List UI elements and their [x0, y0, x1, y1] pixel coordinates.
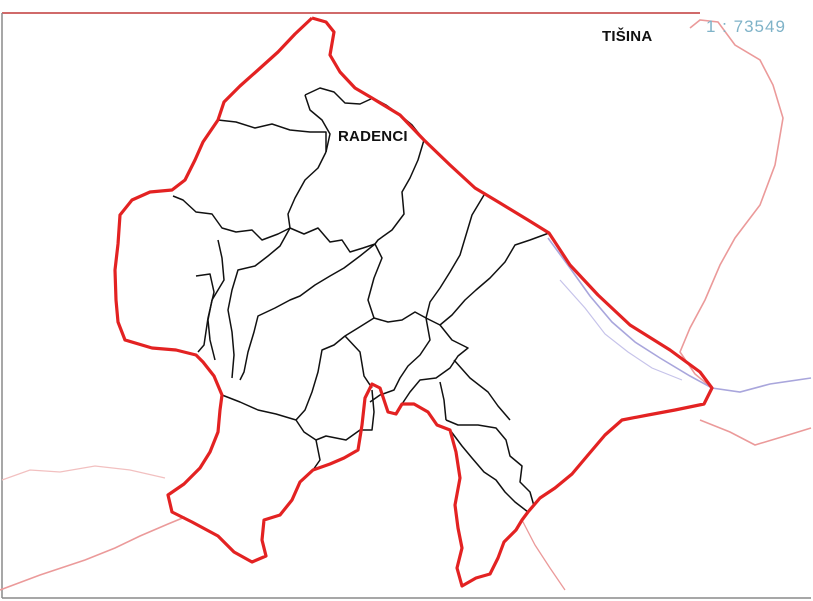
- neighbour-border-southeast: [699, 419, 812, 446]
- neighbour-border-southwest: [0, 516, 186, 591]
- settlement-boundaries: [172, 87, 550, 513]
- map-scale-label: 1 : 73549: [706, 17, 786, 36]
- river-mura-bank: [559, 279, 683, 381]
- municipality-border: [113, 16, 714, 588]
- river-mura: [547, 237, 812, 393]
- neighbour-border-east: [679, 19, 784, 389]
- neighbour-border-west: [1, 465, 166, 481]
- neighbour-border-south: [521, 519, 566, 591]
- place-label-radenci: RADENCI: [338, 128, 408, 145]
- place-label-tisina: TIŠINA: [602, 28, 653, 45]
